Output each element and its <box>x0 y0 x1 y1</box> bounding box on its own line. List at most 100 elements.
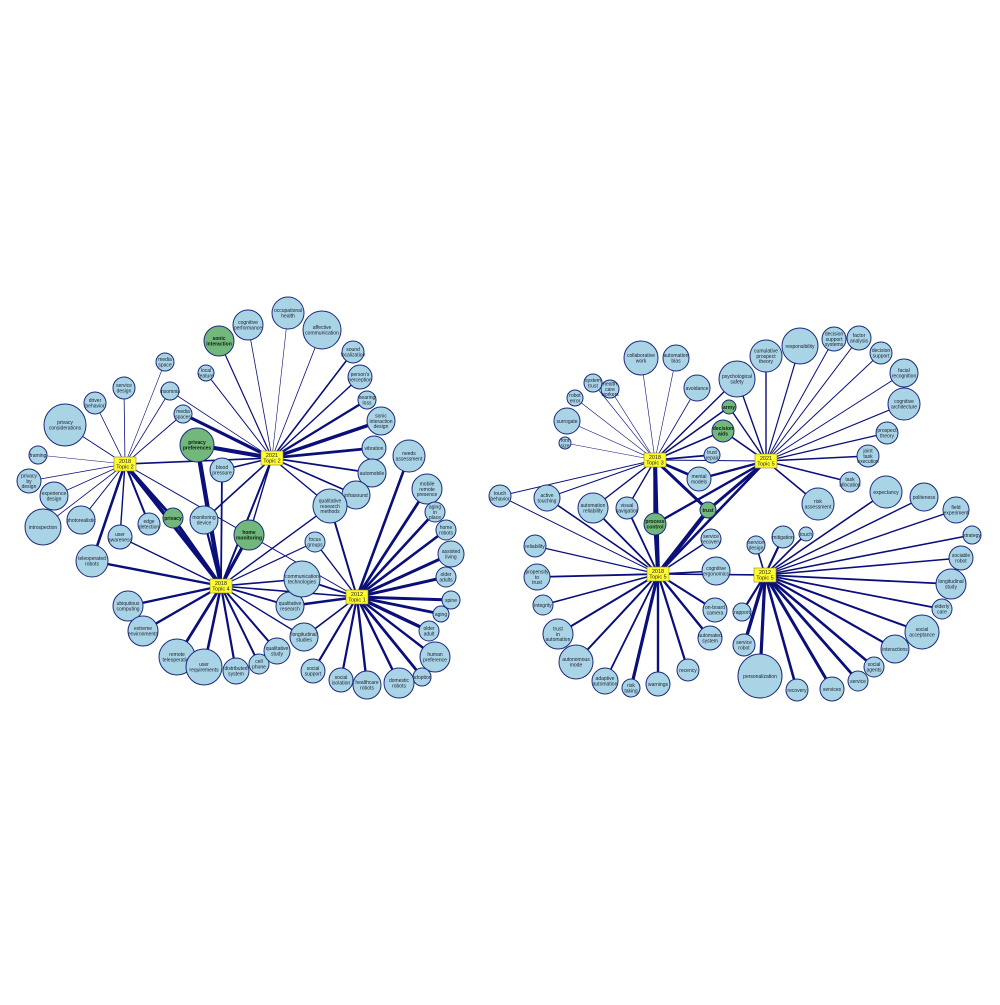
edge-r11-R3 <box>656 572 690 672</box>
term-node-insomnia: insomnia <box>160 381 180 401</box>
topic-box <box>753 567 777 583</box>
term-node-expectancy: expectancy <box>869 475 903 509</box>
term-circle <box>39 481 69 511</box>
edge-r38-R3 <box>536 573 659 578</box>
edge-l47-L4 <box>311 595 359 673</box>
term-circle <box>233 519 265 551</box>
term-node-aging: aging <box>432 605 450 623</box>
topic-box <box>643 452 667 468</box>
term-node-reliability: reliability <box>523 534 547 558</box>
term-label: aging <box>435 612 447 618</box>
term-circle <box>662 344 690 372</box>
edge-l13-L1 <box>124 361 166 465</box>
term-circle <box>749 339 783 373</box>
edge-r23-R1 <box>654 430 724 461</box>
term-circle <box>66 505 96 535</box>
term-circle <box>732 633 756 657</box>
edge-l25-L3 <box>220 469 223 587</box>
term-node-integrity: integrity <box>532 594 554 616</box>
edge-l08-L2 <box>270 419 383 460</box>
edge-r34-R3 <box>655 507 711 577</box>
term-circle <box>435 519 457 541</box>
term-circle <box>701 556 731 586</box>
edge-r22-R1 <box>654 406 730 461</box>
term-circle <box>711 419 735 443</box>
edge-l21-L1 <box>28 463 126 482</box>
edge-l36-L4 <box>355 528 448 599</box>
term-label: rapport <box>734 610 750 616</box>
edge-l46-L4 <box>339 595 359 682</box>
term-circle <box>558 644 594 680</box>
topic-box <box>754 453 778 469</box>
edge-r43-R3 <box>656 572 712 640</box>
edge-l20-L1 <box>37 454 126 465</box>
edge-r37-R3 <box>534 545 659 575</box>
edge-r08-R3 <box>604 573 659 682</box>
term-circle <box>302 310 342 350</box>
topic-box <box>646 566 670 582</box>
edge-r06-R1 <box>566 420 656 461</box>
term-circle <box>856 444 880 468</box>
term-circle <box>621 678 641 698</box>
edge-l35-L4 <box>355 510 437 599</box>
term-circle <box>718 360 756 398</box>
edge-l16-L2 <box>169 390 273 459</box>
edge-l32-L3 <box>220 505 331 587</box>
term-node-personalization: personalization <box>737 653 783 699</box>
edge-r19-R2 <box>765 372 905 462</box>
topic-box <box>209 578 233 594</box>
term-circle <box>424 501 446 523</box>
term-label: surrogate <box>556 419 577 425</box>
term-label: service <box>850 679 866 685</box>
edge-r17-R2 <box>765 337 860 462</box>
edge-l37-L4 <box>355 552 453 599</box>
term-node-services: services <box>819 676 845 702</box>
edge-l06-L2 <box>271 376 361 459</box>
term-circle <box>577 492 609 524</box>
term-circle <box>583 373 603 393</box>
edge-r41-R3 <box>575 573 659 663</box>
term-circle <box>931 598 953 620</box>
term-circle <box>28 445 48 465</box>
term-circle <box>16 468 42 494</box>
edge-r49-R4 <box>764 509 957 576</box>
